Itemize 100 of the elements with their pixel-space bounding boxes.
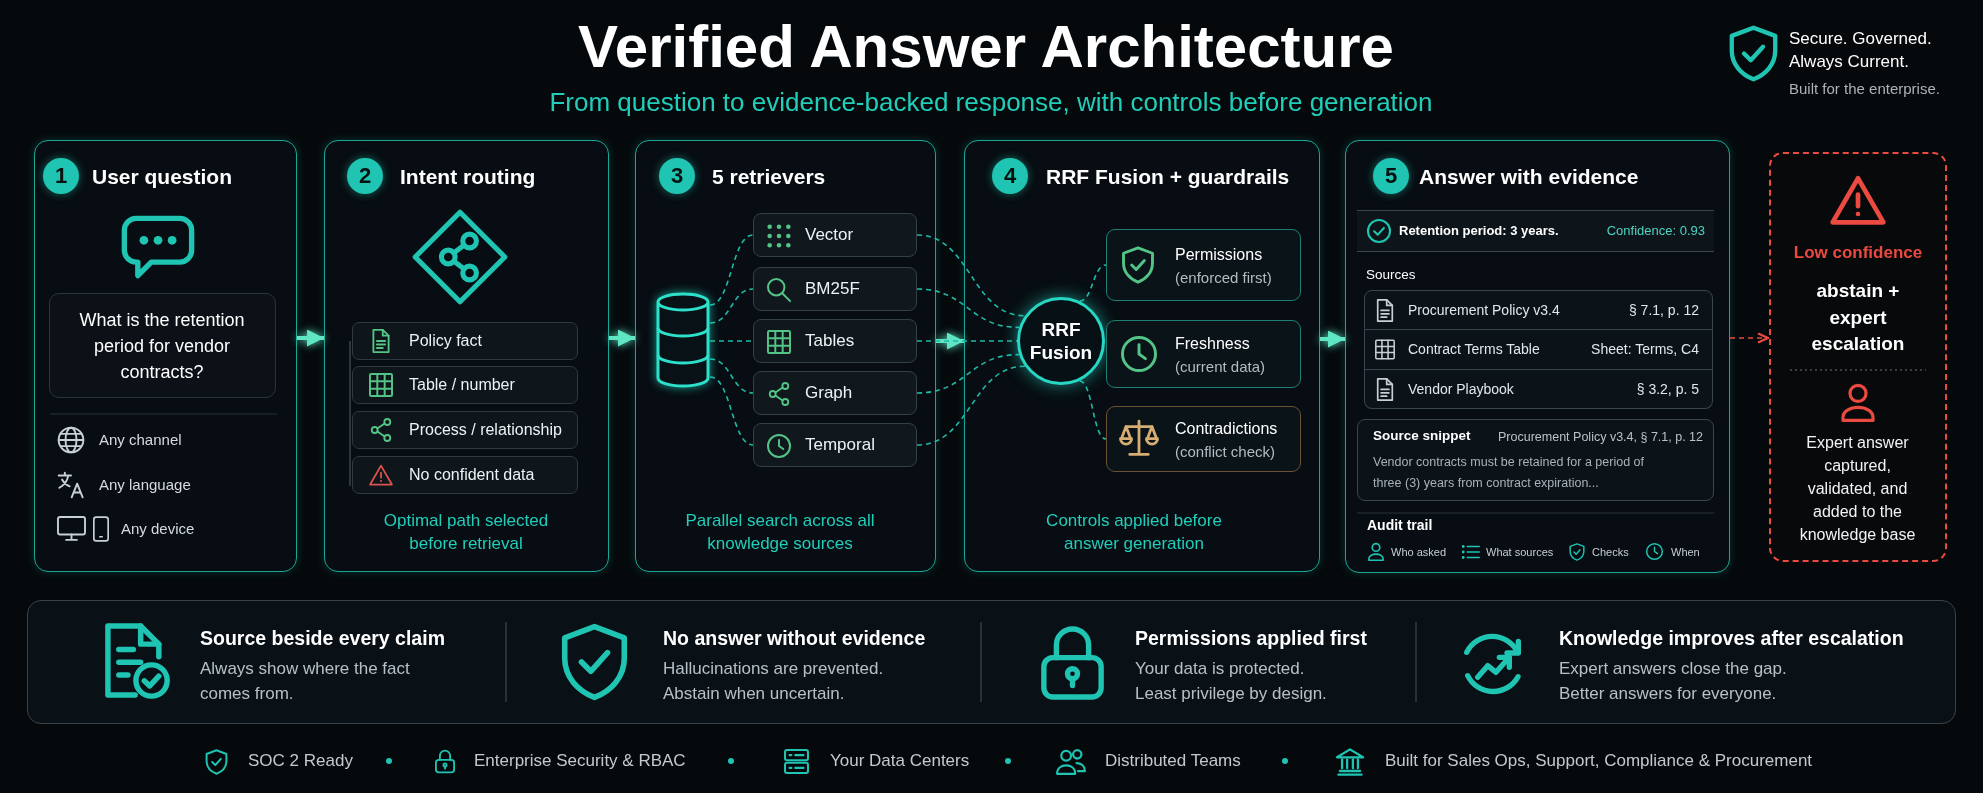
step-heading: RRF Fusion + guardrails	[1046, 164, 1290, 189]
snippet-reference: Procurement Policy v3.4, § 7.1, p. 12	[1498, 429, 1703, 445]
dashed-connector	[916, 353, 1020, 394]
subtitle: From question to evidence-backed response, with controls before generation	[549, 87, 1433, 117]
step-number-badge: 1	[43, 158, 79, 194]
answer-text: Retention period: 3 years.	[1399, 223, 1559, 239]
source-title: Vendor Playbook	[1408, 381, 1514, 397]
snippet-text: Vendor contracts must be retained for a period of three (3) years from contract expiration...	[1373, 454, 1645, 492]
source-row	[1364, 290, 1713, 330]
dashed-arrow	[1729, 332, 1770, 344]
dashed-connector	[916, 234, 1026, 317]
route-option	[352, 411, 578, 449]
confidence-score: Confidence: 0.93	[1606, 223, 1705, 239]
step-number-badge: 3	[659, 158, 695, 194]
escalation-panel	[1769, 152, 1947, 562]
feature-tag: Built for Sales Ops, Support, Compliance & Procurement	[1385, 751, 1813, 771]
tagline-note: Built for the enterprise.	[1789, 80, 1940, 98]
retriever-box	[753, 319, 917, 363]
option-label: Table / number	[409, 376, 515, 394]
option-label: Policy fact	[409, 332, 482, 350]
guardrail-title: Freshness	[1175, 334, 1250, 353]
question-box	[49, 293, 276, 398]
guardrail-note: (current data)	[1175, 358, 1266, 376]
feature-description: Your data is protected. Least privilege by design.	[1135, 658, 1328, 705]
feature-tag: SOC 2 Ready	[248, 751, 353, 771]
snippet-box	[1357, 419, 1714, 501]
step-panel	[964, 140, 1320, 572]
step-number-badge: 2	[347, 158, 383, 194]
step-number-badge: 5	[1373, 158, 1409, 194]
step-heading: Intent routing	[400, 164, 536, 189]
guardrail-title: Permissions	[1175, 245, 1263, 264]
snippet-title: Source snippet	[1373, 428, 1471, 444]
section-label: Sources	[1366, 267, 1416, 283]
feature-title: No answer without evidence	[663, 626, 926, 650]
action-text: abstain + expert escalation	[1810, 279, 1906, 356]
route-option	[352, 366, 578, 404]
retriever-label: BM25F	[805, 279, 860, 299]
audit-label: Checks	[1592, 545, 1629, 559]
step-heading: User question	[92, 164, 233, 189]
dashed-connector	[709, 340, 754, 342]
feature-tag: Your Data Centers	[830, 751, 970, 771]
source-location: § 3.2, p. 5	[1636, 381, 1699, 397]
step-panel	[34, 140, 297, 572]
retriever-label: Tables	[805, 331, 855, 351]
arrow	[297, 329, 324, 347]
guardrail-box	[1106, 406, 1301, 472]
dashed-connector	[709, 288, 754, 324]
status-heading: Low confidence	[1792, 243, 1924, 263]
dashed-connector	[709, 376, 754, 446]
dashed-connector	[916, 288, 1020, 329]
dashed-connector	[916, 340, 1018, 342]
feature-description: Always show where the fact comes from.	[200, 658, 411, 705]
device-label: Any device	[121, 520, 195, 538]
answer-row	[1357, 210, 1714, 252]
dashed-connector	[709, 358, 754, 394]
section-label: Audit trail	[1367, 517, 1433, 533]
diagram-title: Verified Answer Architecture	[578, 17, 1394, 77]
dashed-connector	[709, 234, 754, 306]
source-row	[1364, 330, 1713, 370]
arrow	[609, 329, 635, 347]
route-option	[352, 456, 578, 494]
retriever-box	[753, 267, 917, 311]
database-cylinder	[656, 292, 710, 388]
step-heading: 5 retrievers	[712, 164, 826, 189]
feature-tag: Enterprise Security & RBAC	[474, 751, 686, 771]
retriever-label: Temporal	[805, 435, 875, 455]
source-title: Contract Terms Table	[1408, 341, 1540, 357]
caption-text: Parallel search across all knowledge sources	[684, 510, 876, 555]
escalation-note: Expert answer captured, validated, and added to the knowledge base	[1798, 433, 1917, 545]
fusion-circle	[1017, 297, 1105, 385]
retriever-box	[753, 371, 917, 415]
source-location: Sheet: Terms, C4	[1591, 341, 1699, 357]
arrow	[936, 332, 964, 350]
retriever-box	[753, 213, 917, 257]
retriever-label: Graph	[805, 383, 853, 403]
step-panel	[635, 140, 936, 572]
option-label: Process / relationship	[409, 421, 562, 439]
feature-tag: Distributed Teams	[1105, 751, 1241, 771]
feature-title: Knowledge improves after escalation	[1559, 626, 1904, 650]
step-panel	[324, 140, 609, 572]
channel-label: Any channel	[99, 431, 182, 449]
feature-band	[27, 600, 1956, 724]
step-heading: Answer with evidence	[1419, 164, 1639, 189]
step-panel	[1345, 140, 1730, 573]
question-text: What is the retention period for vendor contracts?	[78, 309, 246, 384]
caption-text: Controls applied before answer generation	[1045, 510, 1223, 555]
audit-label: Who asked	[1391, 545, 1447, 559]
guardrail-note: (conflict check)	[1175, 443, 1276, 461]
dashed-connector	[1078, 264, 1107, 302]
route-option	[352, 322, 578, 360]
source-row	[1364, 370, 1713, 409]
feature-description: Hallucinations are prevented. Abstain when uncertain.	[663, 658, 885, 705]
audit-label: What sources	[1486, 545, 1554, 559]
source-location: § 7.1, p. 12	[1628, 302, 1699, 318]
language-label: Any language	[99, 476, 191, 494]
caption-text: Optimal path selected before retrieval	[382, 510, 550, 555]
tagline-text: Secure. Governed. Always Current.	[1789, 28, 1933, 73]
guardrail-box	[1106, 320, 1301, 388]
retriever-label: Vector	[805, 225, 854, 245]
arrow	[1320, 330, 1345, 348]
